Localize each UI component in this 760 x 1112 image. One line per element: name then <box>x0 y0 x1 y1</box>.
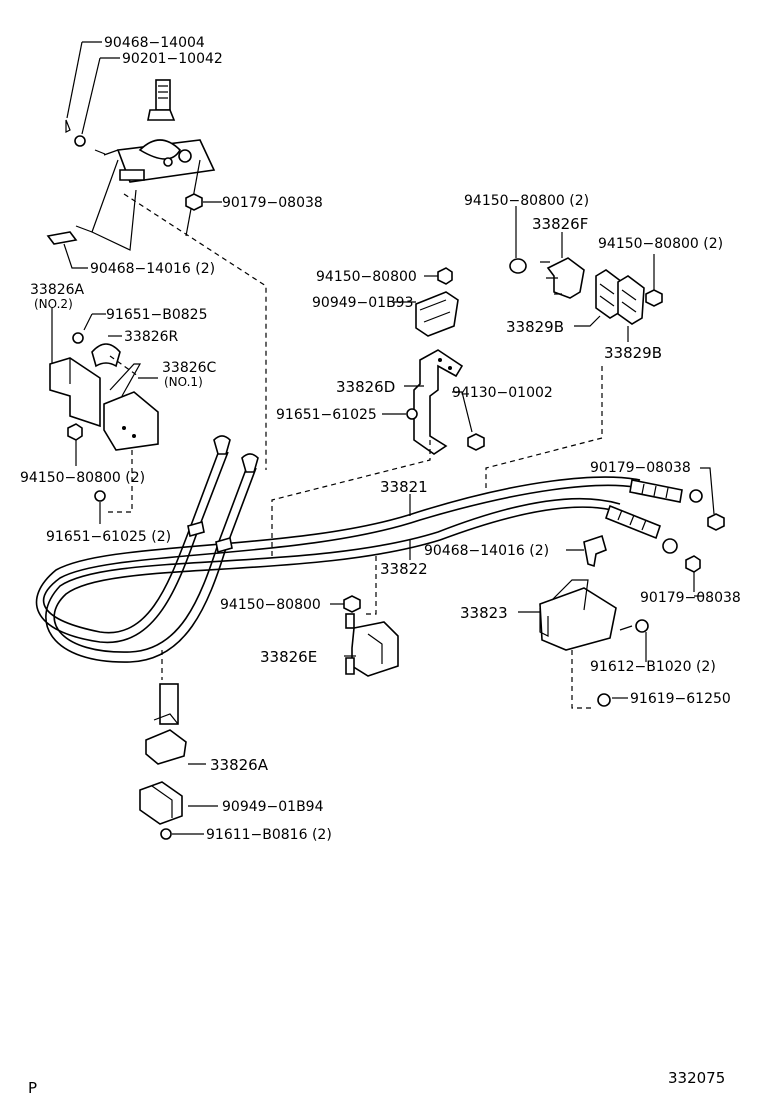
label-94130-01002: 94130−01002 <box>452 385 553 401</box>
leader-center-to-cable <box>271 440 431 556</box>
bracket-33826d <box>413 349 464 455</box>
label-94150-80800-e: 94150−80800 <box>220 597 321 613</box>
clip-90468-14016-b <box>583 534 607 568</box>
label-33822: 33822 <box>380 560 428 578</box>
nut-90179-08038-a <box>185 193 203 211</box>
bolt-91619-61250 <box>597 693 611 707</box>
label-33829b-a: 33829B <box>506 318 564 336</box>
cable-end-right-a <box>629 479 683 503</box>
nut-94150-80800-e <box>343 595 361 613</box>
bolt-91612-b1020 <box>635 619 649 633</box>
nut-90201-10042 <box>74 135 86 147</box>
label-90201-10042: 90201−10042 <box>122 51 223 67</box>
label-91651-61025-b: 91651−61025 <box>276 407 377 423</box>
label-91612-b1020: 91612−B1020 (2) <box>590 659 716 675</box>
select-cable-33822 <box>45 463 621 663</box>
label-91619-61250: 91619−61250 <box>630 691 731 707</box>
label-94150-80800-a: 94150−80800 (2) <box>20 470 145 486</box>
label-no1: (NO.1) <box>164 375 203 389</box>
label-33821: 33821 <box>380 478 428 496</box>
grommet-90949-01b93 <box>415 291 459 337</box>
shift-lever-assembly <box>75 79 216 251</box>
clip-90468-14016-a <box>46 231 78 245</box>
nut-94150-80800-a <box>67 423 83 441</box>
cable-end-left-a <box>213 435 231 455</box>
bolt-91651-b0825 <box>72 332 84 344</box>
label-90468-14016-a: 90468−14016 (2) <box>90 261 215 277</box>
label-90949-01b94: 90949−01B94 <box>222 799 324 815</box>
label-90179-08038-a: 90179−08038 <box>222 195 323 211</box>
bracket-33826a-no2 <box>49 357 101 428</box>
cable-end-left-b <box>241 453 259 473</box>
nut-94150-80800-d <box>645 289 663 307</box>
label-33826c: 33826C <box>162 360 217 376</box>
label-90179-08038-c: 90179−08038 <box>640 590 741 606</box>
label-33826r: 33826R <box>124 329 179 345</box>
bolt-91611-b0816 <box>160 828 172 840</box>
bracket-33826e <box>345 621 399 677</box>
label-no2: (NO.2) <box>34 297 73 311</box>
label-33826a-lower: 33826A <box>210 756 269 774</box>
page-marker: P <box>28 1079 37 1097</box>
grommet-90949-01b94 <box>139 781 183 825</box>
label-94150-80800-b: 94150−80800 <box>316 269 417 285</box>
bracket-33826c-no1 <box>103 363 159 451</box>
label-90949-01b93: 90949−01B93 <box>312 295 414 311</box>
clamp-33826r <box>91 343 121 368</box>
label-91651-61025-a: 91651−61025 (2) <box>46 529 171 545</box>
shift-cable-33821 <box>35 447 641 644</box>
cable-end-right-b <box>605 504 661 540</box>
label-90468-14016-b: 90468−14016 (2) <box>424 543 549 559</box>
bolt-91651-61025-b <box>406 408 418 420</box>
label-33826d: 33826D <box>336 378 395 396</box>
bracket-33823 <box>539 579 617 651</box>
label-33826e: 33826E <box>260 648 317 666</box>
label-90179-08038-b: 90179−08038 <box>590 460 691 476</box>
diagram-code: 332075 <box>668 1069 725 1087</box>
label-90468-14004: 90468−14004 <box>104 35 205 51</box>
nut-94150-80800-b <box>437 267 453 285</box>
clamp-33829b-b <box>617 275 645 325</box>
label-91611-b0816: 91611−B0816 (2) <box>206 827 332 843</box>
nut-90179-08038-b <box>707 513 725 531</box>
leader-lever-to-cable <box>123 193 267 470</box>
label-33826f: 33826F <box>532 215 588 233</box>
label-94150-80800-d: 94150−80800 (2) <box>598 236 723 252</box>
bolt-91651-61025-a <box>94 490 106 502</box>
nut-94150-80800-c <box>509 258 527 274</box>
bracket-33826f <box>540 257 585 299</box>
bracket-33826a-lower <box>145 683 187 765</box>
leader-right-to-cable <box>485 366 603 488</box>
label-91651-b0825: 91651−B0825 <box>106 307 208 323</box>
pin-90468-14004 <box>65 119 71 133</box>
nut-94130-01002 <box>467 433 485 451</box>
label-94150-80800-c: 94150−80800 (2) <box>464 193 589 209</box>
label-33823: 33823 <box>460 604 508 622</box>
label-33829b-b: 33829B <box>604 344 662 362</box>
nut-90179-08038-c <box>685 555 701 573</box>
label-33826a-no2: 33826A <box>30 282 85 298</box>
